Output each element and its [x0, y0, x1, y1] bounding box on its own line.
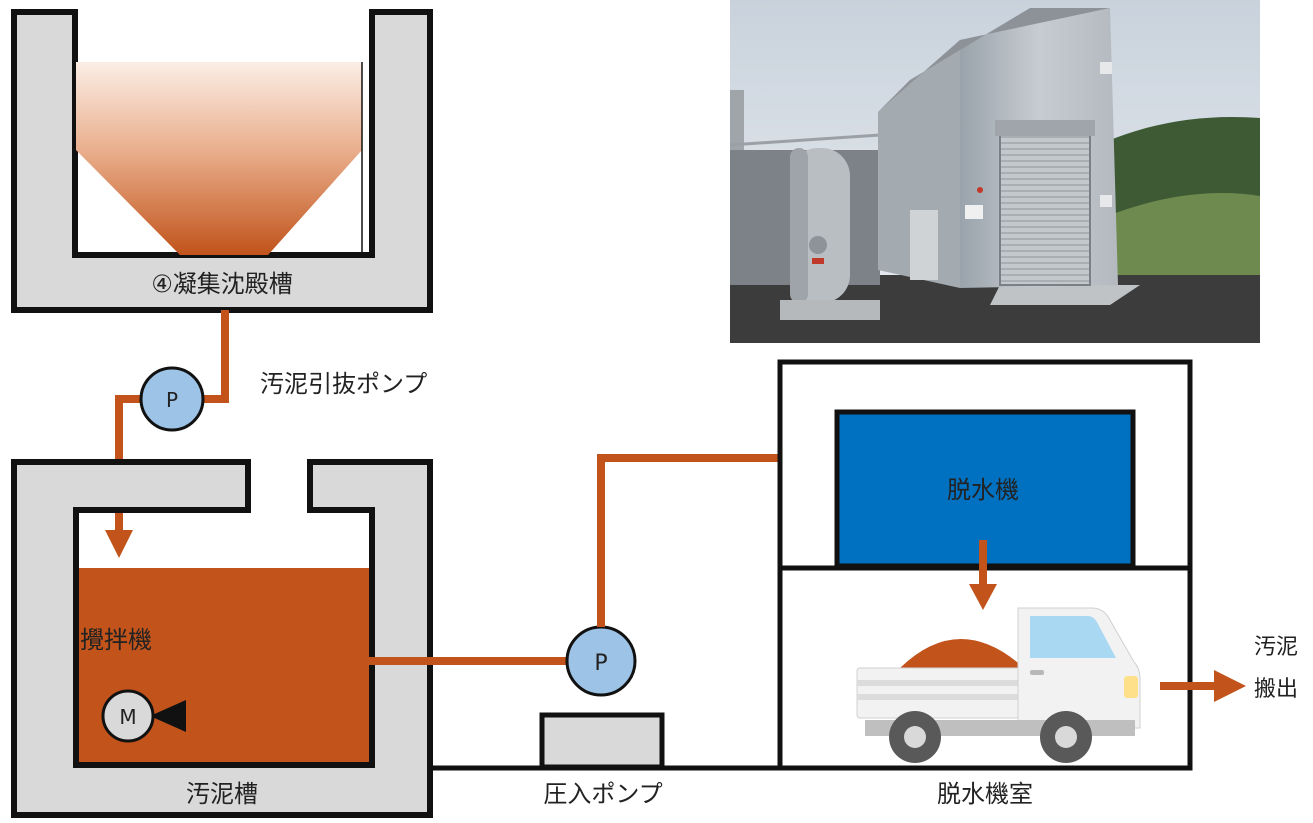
sludge-tank: 攪拌機 M 汚泥槽 [11, 459, 433, 818]
sludge-pump-symbol: P [166, 388, 178, 412]
dehydrator-room-label: 脱水機室 [937, 780, 1033, 808]
motor-icon [101, 689, 155, 743]
sludge-pump-label: 汚泥引抜ポンプ [260, 370, 427, 398]
sludge-pump-circle [139, 366, 205, 432]
pressure-pump-base [539, 712, 665, 770]
coagulation-sedimentation-tank: ④凝集沈殿槽 [11, 9, 433, 313]
pressure-pump: P 圧入ポンプ [539, 625, 665, 808]
stirrer-impeller [150, 700, 186, 732]
sludge-tank-wall [11, 459, 433, 818]
coag-tank-label: ④凝集沈殿槽 [151, 270, 293, 298]
dehydrator-room: 脱水機 脱水機室 [777, 359, 1193, 808]
pressure-pump-symbol: P [594, 651, 607, 676]
dehydrator-building-photo [729, 0, 1260, 343]
arrow-down-into-sludge-tank [105, 530, 133, 558]
sludge-export-arrow [1160, 670, 1246, 702]
pressure-tank-photo [790, 148, 850, 303]
coag-tank-sludge [76, 62, 362, 255]
sludge-extraction-pump: P [139, 366, 205, 432]
coag-tank-wall [11, 9, 433, 313]
stirrer-label: 攪拌機 [80, 626, 152, 654]
sludge-export-label-1: 汚泥 [1254, 635, 1298, 660]
arrow-down-to-truck [969, 584, 997, 610]
sludge-export-label-2: 搬出 [1254, 677, 1298, 702]
truck-icon [856, 607, 1141, 763]
pressure-pump-label: 圧入ポンプ [543, 780, 662, 808]
truck-window [1030, 616, 1116, 658]
truck-cargo [900, 639, 1024, 668]
motor-symbol: M [119, 705, 136, 729]
stirrer-motor: M [101, 689, 186, 743]
sludge-tank-label: 汚泥槽 [186, 780, 258, 808]
dehydrator-label: 脱水機 [947, 476, 1019, 504]
sludge-pipe-1 [105, 310, 229, 558]
